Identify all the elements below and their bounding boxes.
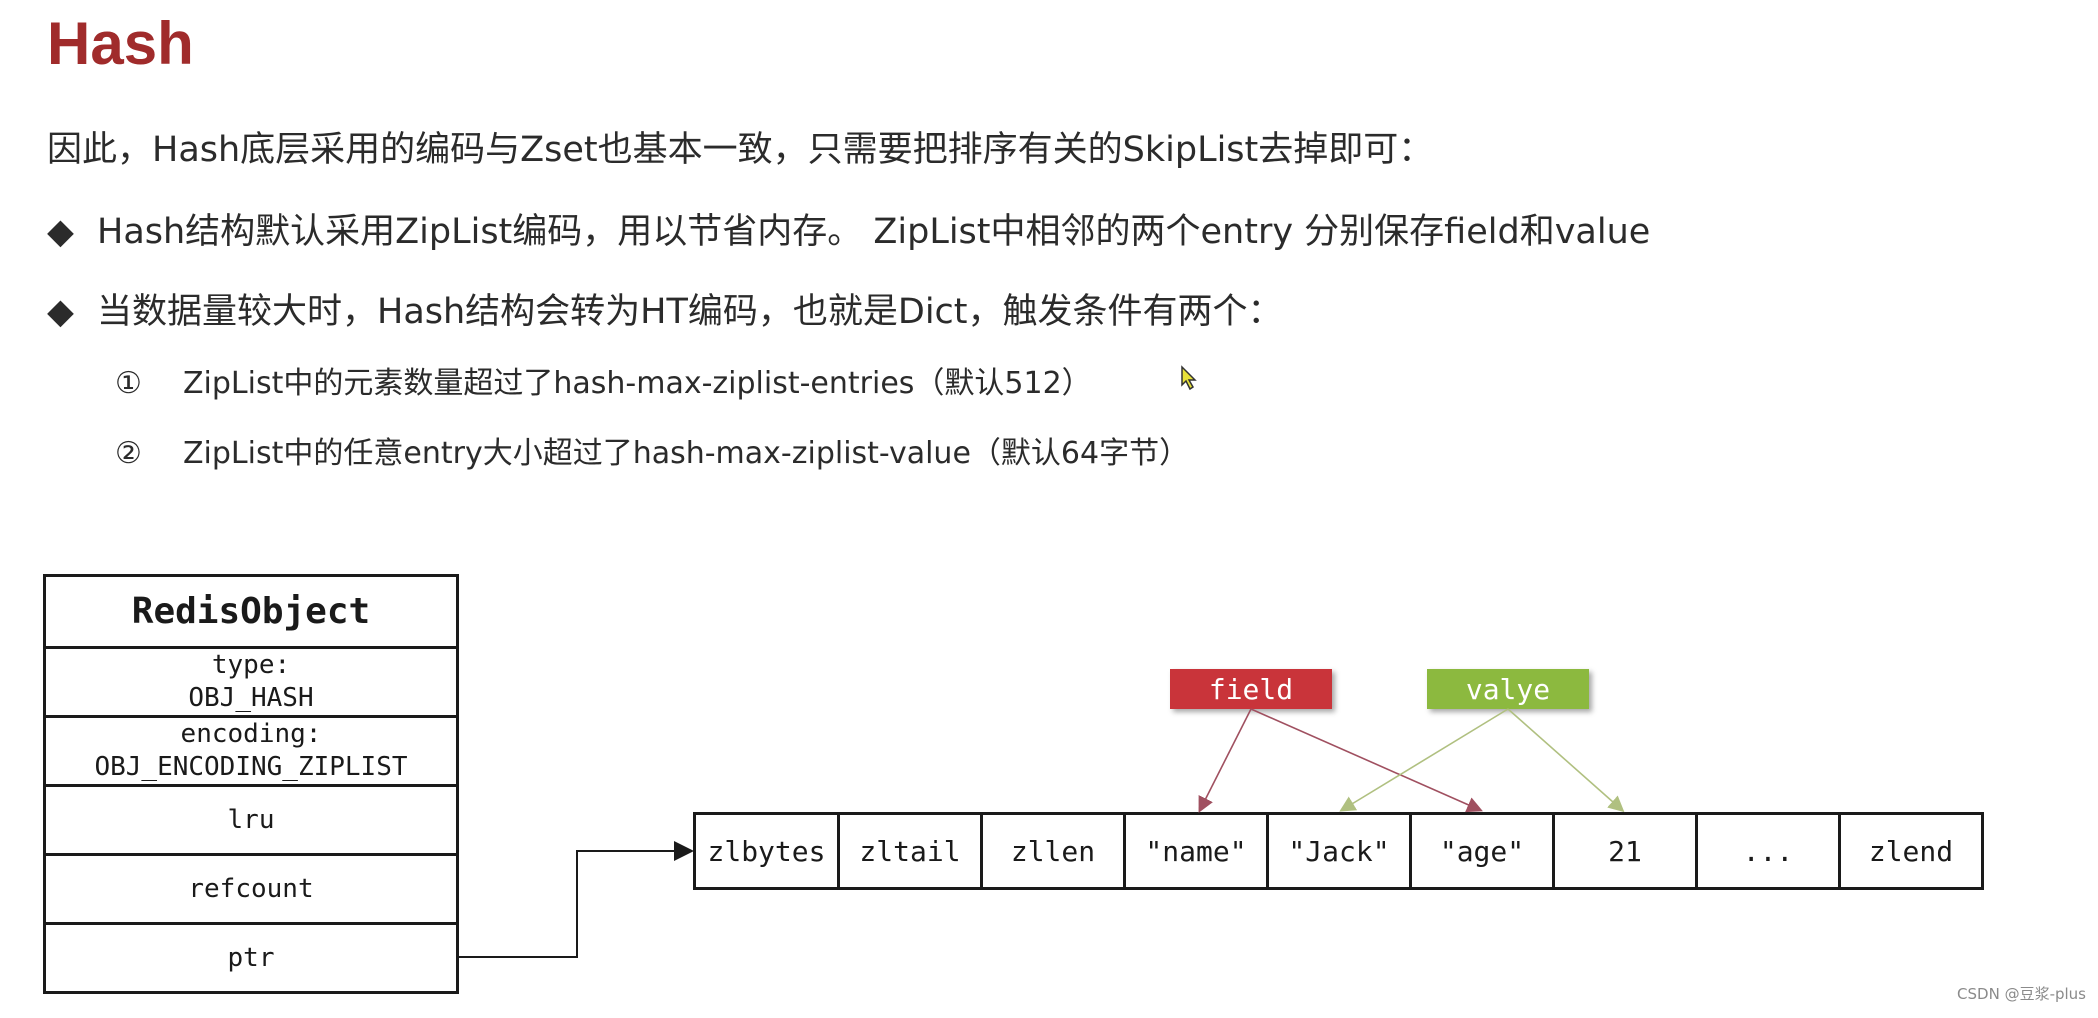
bullet-text: 当数据量较大时，Hash结构会转为HT编码，也就是Dict，触发条件有两个： xyxy=(97,292,1283,332)
intro-text: 因此，Hash底层采用的编码与Zset也基本一致，只需要把排序有关的SkipLi… xyxy=(47,130,1434,170)
redis-object-header: RedisObject xyxy=(131,591,371,632)
redis-object-box: RedisObject type: OBJ_HASH encoding: OBJ… xyxy=(43,574,459,994)
refcount-cell: refcount xyxy=(46,853,456,922)
type-value: OBJ_HASH xyxy=(188,683,314,713)
field-arrow-age xyxy=(1250,708,1483,813)
condition-value-size: ② ZipList中的任意entry大小超过了hash-max-ziplist-v… xyxy=(115,429,1189,479)
lru-cell: lru xyxy=(46,784,456,853)
bullet-ht-conversion: ◆ 当数据量较大时，Hash结构会转为HT编码，也就是Dict，触发条件有两个： xyxy=(47,282,1283,342)
encoding-value: OBJ_ENCODING_ZIPLIST xyxy=(94,752,408,782)
field-tag: field xyxy=(1170,669,1332,709)
ziplist-cell-value-21: 21 xyxy=(1552,815,1695,887)
watermark: CSDN @豆浆-plus xyxy=(1957,985,2086,1003)
ziplist-cell-zlbytes: zlbytes xyxy=(707,834,826,868)
type-label: type: xyxy=(211,650,291,680)
condition-entries: ① ZipList中的元素数量超过了hash-max-ziplist-entrie… xyxy=(115,359,1092,409)
field-arrow-name xyxy=(1198,708,1252,813)
ziplist-cell-field-name: "name" xyxy=(1123,815,1266,887)
ziplist-cell-zlend: zlend xyxy=(1838,815,1981,887)
value-tag: valye xyxy=(1427,669,1589,709)
encoding-cell: encoding: OBJ_ENCODING_ZIPLIST xyxy=(46,715,456,784)
ptr-arrow xyxy=(459,841,694,958)
bullet-text: Hash结构默认采用ZipList编码，用以节省内存。 ZipList中相邻的两… xyxy=(97,212,1651,252)
mouse-cursor-icon xyxy=(1181,365,1197,391)
circled-number: ① xyxy=(115,366,142,401)
circled-number: ② xyxy=(115,436,142,471)
ziplist-structure: zlbytes zltail zllen "name" "Jack" "age"… xyxy=(693,812,1984,890)
ziplist-cell-zltail: zltail xyxy=(837,815,980,887)
value-arrow-jack xyxy=(1339,708,1509,812)
ptr-cell: ptr xyxy=(46,922,456,991)
ziplist-cell-value-jack: "Jack" xyxy=(1266,815,1409,887)
diamond-bullet-icon: ◆ xyxy=(47,292,74,332)
value-arrow-21 xyxy=(1507,708,1625,813)
page-title: Hash xyxy=(47,10,194,77)
encoding-label: encoding: xyxy=(180,719,322,749)
type-cell: type: OBJ_HASH xyxy=(46,646,456,715)
diamond-bullet-icon: ◆ xyxy=(47,212,74,252)
ziplist-cell-zllen: zllen xyxy=(980,815,1123,887)
ziplist-cell-ellipsis: ... xyxy=(1695,815,1838,887)
condition-text: ZipList中的元素数量超过了hash-max-ziplist-entries… xyxy=(183,366,1092,401)
bullet-ziplist-default: ◆ Hash结构默认采用ZipList编码，用以节省内存。 ZipList中相邻的… xyxy=(47,202,1650,262)
ziplist-cell-field-age: "age" xyxy=(1409,815,1552,887)
condition-text: ZipList中的任意entry大小超过了hash-max-ziplist-va… xyxy=(183,436,1190,471)
